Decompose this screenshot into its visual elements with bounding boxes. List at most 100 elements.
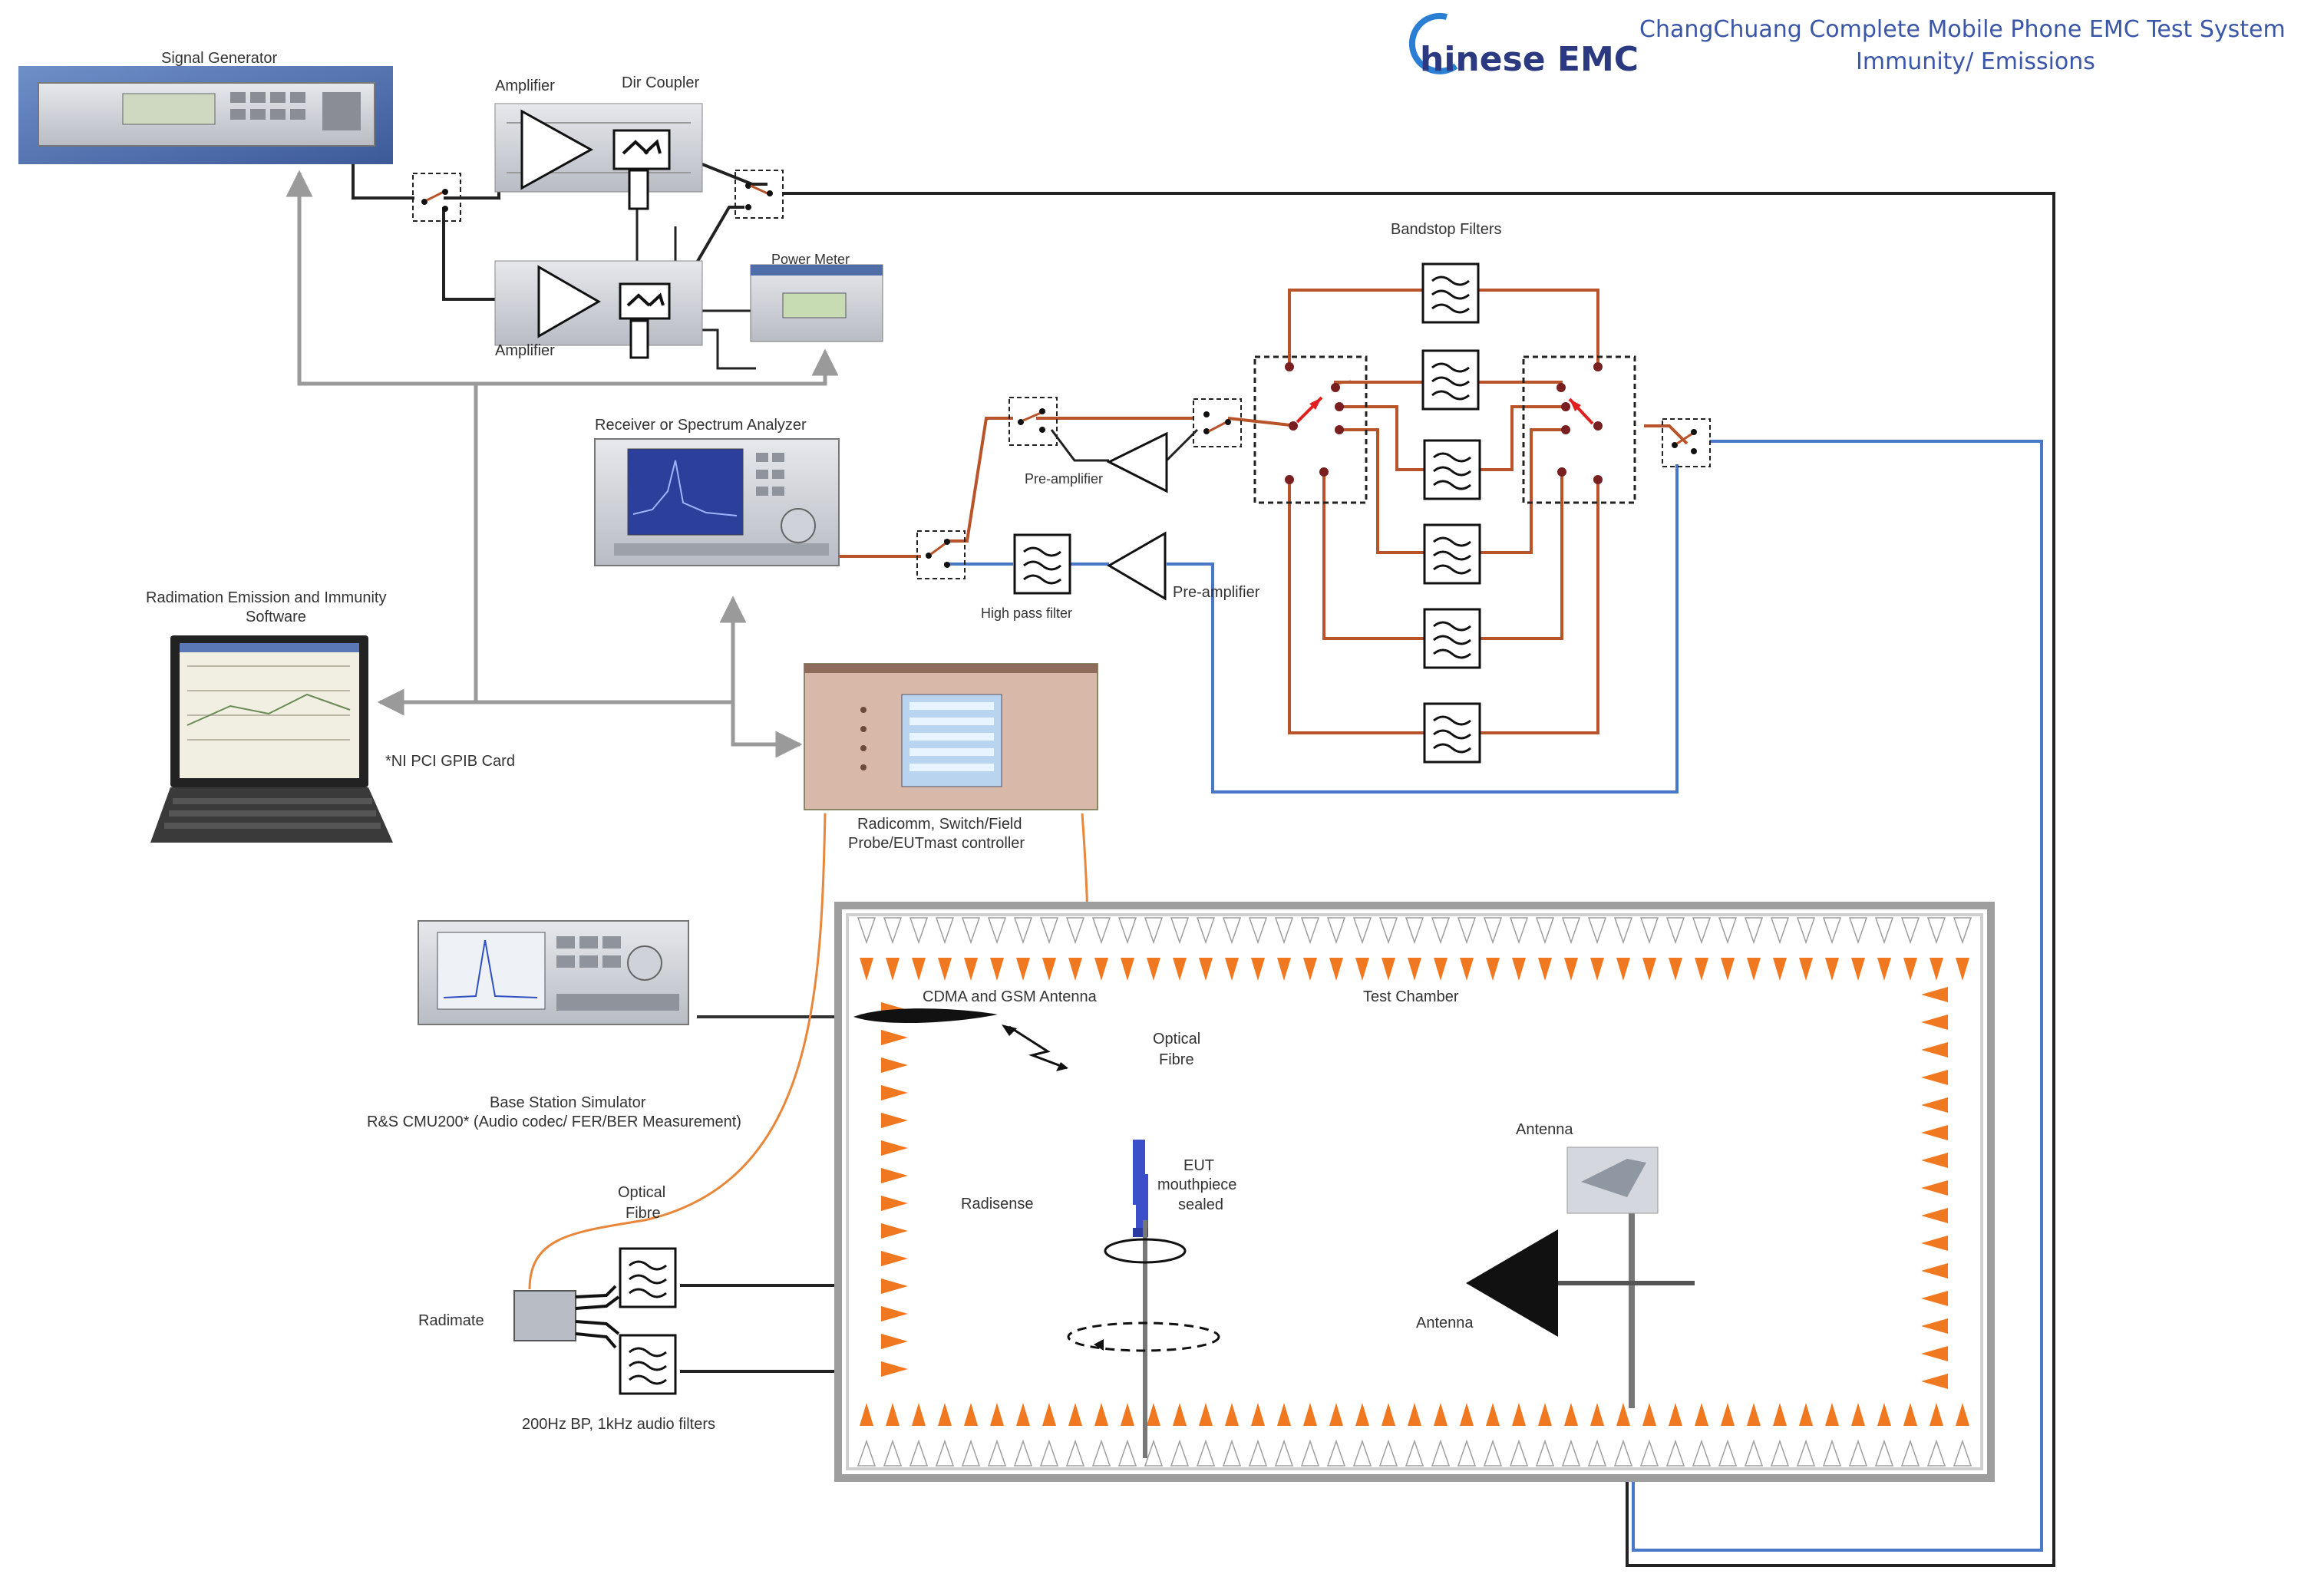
absorber-cone: [1718, 1439, 1738, 1467]
absorber-cone: [1196, 917, 1216, 945]
absorber-cone: [1616, 958, 1630, 981]
amplifier-triangle-icon: [520, 109, 594, 190]
absorber-cone: [1326, 917, 1346, 945]
absorber-cone: [1799, 958, 1813, 981]
absorber-cone: [1352, 917, 1372, 945]
absorber-cone: [935, 917, 955, 945]
absorber-cone: [1094, 1403, 1108, 1426]
rf-switch-2: [735, 170, 784, 219]
absorber-cone: [1921, 1346, 1948, 1361]
filter-symbol-icon: [1423, 439, 1481, 500]
rf-switch-3: [1008, 397, 1058, 446]
absorber-cone: [1091, 917, 1111, 945]
absorber-cone: [909, 1439, 929, 1467]
absorber-cone: [1486, 1403, 1500, 1426]
absorber-cone: [1068, 958, 1082, 981]
pre-amplifier-upper: Pre-amplifier: [1025, 431, 1168, 493]
absorber-cone: [1277, 1403, 1291, 1426]
filter-symbol-icon: [619, 1247, 677, 1308]
controller-label-line1: Radicomm, Switch/Field: [857, 816, 1022, 833]
absorber-cone: [1199, 1403, 1213, 1426]
absorber-cone: [881, 1196, 908, 1211]
software-label-line1: Radimation Emission and Immunity: [146, 589, 386, 606]
test-chamber-label: Test Chamber: [1363, 988, 1459, 1005]
receiver-spectrum-analyzer: Receiver or Spectrum Analyzer: [594, 417, 840, 566]
wireless-link-icon: [1008, 1025, 1068, 1070]
power-meter-label: Power Meter: [771, 252, 850, 267]
absorber-cone: [881, 1279, 908, 1294]
radimate-label: Radimate: [418, 1312, 484, 1329]
absorber-cone: [1773, 1403, 1787, 1426]
absorber-cone: [1921, 1153, 1948, 1168]
absorber-cone: [1692, 1439, 1712, 1467]
absorber-cone: [1121, 958, 1134, 981]
signal-generator-label: Signal Generator: [161, 50, 278, 67]
eut-phone: EUT mouthpiece sealed: [1067, 1140, 1236, 1458]
absorber-cone: [1509, 917, 1529, 945]
absorber-cone: [1921, 1015, 1948, 1030]
filter-symbol-icon: [1423, 608, 1481, 669]
absorber-cone: [1013, 1439, 1033, 1467]
controller-label-line2: Probe/EUTmast controller: [848, 835, 1025, 852]
absorber-cone: [1486, 958, 1500, 981]
absorber-cone: [1921, 1236, 1948, 1251]
absorber-cone: [1903, 1403, 1917, 1426]
absorber-cone: [987, 917, 1007, 945]
absorber-cone: [1408, 1403, 1421, 1426]
absorber-cone: [881, 1306, 908, 1321]
absorber-cone: [1956, 1403, 1969, 1426]
absorber-cone: [1590, 958, 1604, 981]
dir-coupler-top: Dir Coupler: [612, 74, 699, 210]
absorber-cone: [1460, 1403, 1474, 1426]
laptop-software: Radimation Emission and Immunity Softwar…: [146, 589, 515, 843]
absorber-cone: [961, 1439, 981, 1467]
absorber-cone: [1144, 1439, 1164, 1467]
absorber-cone: [1921, 1318, 1948, 1334]
absorber-cone: [1669, 958, 1682, 981]
pre-amplifier-upper-label: Pre-amplifier: [1025, 471, 1103, 487]
absorber-cone: [1222, 1439, 1242, 1467]
optical-fibre-left-label-2: Fibre: [626, 1205, 661, 1222]
absorber-cone: [1434, 958, 1448, 981]
switch-bank-left: [1253, 355, 1368, 504]
absorber-cone: [1378, 1439, 1398, 1467]
absorber-cone: [1300, 1439, 1320, 1467]
absorber-cone: [857, 1439, 876, 1467]
absorber-cone: [1277, 958, 1291, 981]
log-periodic-antenna-icon: [1466, 1229, 1558, 1337]
signal-generator: Signal Generator: [18, 50, 393, 164]
radicomm-controller: Radicomm, Switch/Field Probe/EUTmast con…: [804, 663, 1098, 852]
absorber-cone: [1822, 1439, 1842, 1467]
absorber-cone: [860, 1403, 873, 1426]
absorber-cone: [1564, 1403, 1578, 1426]
rf-switch-5: [916, 530, 966, 579]
absorber-cone: [1848, 917, 1868, 945]
absorber-cone: [987, 1439, 1007, 1467]
absorber-cone: [1094, 958, 1108, 981]
absorber-cone: [1642, 958, 1656, 981]
antenna-mast: Antenna Antenna: [1416, 1121, 1695, 1408]
cdma-gsm-antenna: CDMA and GSM Antenna: [853, 988, 1098, 1071]
absorber-cone: [1744, 1439, 1764, 1467]
absorber-cone: [1877, 958, 1891, 981]
absorber-cone: [1926, 1439, 1946, 1467]
absorber-cone: [1665, 917, 1685, 945]
absorber-cone: [1921, 1180, 1948, 1196]
absorber-cone: [1117, 917, 1137, 945]
absorber-cone: [1744, 917, 1764, 945]
high-pass-filter-label: High pass filter: [981, 605, 1072, 621]
absorber-cone: [1921, 1042, 1948, 1057]
absorber-cone: [1196, 1439, 1216, 1467]
absorber-cone: [1170, 917, 1190, 945]
amplifier-triangle-icon: [1106, 431, 1168, 493]
absorber-cone: [1355, 1403, 1369, 1426]
absorber-cone: [881, 1168, 908, 1183]
absorber-cone: [1921, 987, 1948, 1002]
absorber-cone: [1274, 917, 1294, 945]
absorber-cone: [1068, 1403, 1082, 1426]
diagram-title: ChangChuang Complete Mobile Phone EMC Te…: [1639, 16, 2286, 43]
absorber-cone: [912, 958, 926, 981]
absorber-cone: [1956, 958, 1969, 981]
absorber-cone: [1303, 958, 1317, 981]
